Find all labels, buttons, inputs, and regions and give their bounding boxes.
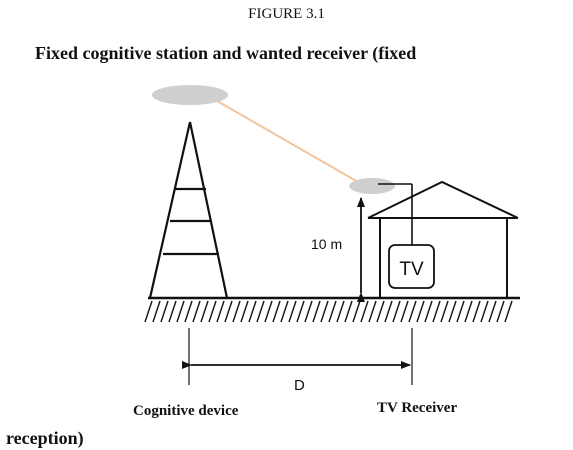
ground-hatch xyxy=(440,300,449,323)
receiver-antenna-disc xyxy=(349,178,395,194)
ground-hatch xyxy=(256,300,265,323)
ground-hatch xyxy=(360,300,369,323)
ground-hatch xyxy=(184,300,193,323)
receiver-antenna-mast xyxy=(378,183,413,240)
distance-label: D xyxy=(294,377,305,394)
ground-hatch xyxy=(208,300,217,323)
ground-hatch xyxy=(392,300,401,323)
ground-hatch xyxy=(488,300,497,323)
ground-hatch xyxy=(288,300,297,323)
tower-antenna-disc xyxy=(152,85,228,105)
house xyxy=(367,180,519,298)
ground-hatch xyxy=(416,300,425,323)
ground-hatch xyxy=(504,300,513,323)
ground-hatch xyxy=(192,300,201,323)
ground-hatch xyxy=(464,300,473,323)
figure-label: FIGURE 3.1 xyxy=(248,6,325,22)
ground-hatch xyxy=(376,300,385,323)
ground-hatch xyxy=(432,300,441,323)
ground-hatch xyxy=(224,300,233,323)
ground-hatch xyxy=(240,300,249,323)
transmitter-tower xyxy=(148,121,229,299)
ground-hatch xyxy=(232,300,241,323)
ground-hatch xyxy=(352,300,361,323)
ground-hatch xyxy=(144,300,153,323)
ground-hatch xyxy=(200,300,209,323)
ground-hatch xyxy=(408,300,417,323)
ground-hatch xyxy=(264,300,273,323)
ground-hatch xyxy=(424,300,433,323)
ground-hatch xyxy=(296,300,305,323)
ground-hatch xyxy=(336,300,345,323)
ground-hatch xyxy=(472,300,481,323)
height-label: 10 m xyxy=(311,236,342,252)
ground-hatch xyxy=(176,300,185,323)
figure-title: Fixed cognitive station and wanted recei… xyxy=(35,43,417,63)
ground-hatch xyxy=(344,300,353,323)
ground-hatch xyxy=(168,300,177,323)
cognitive-device-label: Cognitive device xyxy=(133,403,239,419)
ground-hatch xyxy=(480,300,489,323)
ground-hatch xyxy=(272,300,281,323)
tv-receiver-label: TV Receiver xyxy=(377,400,457,416)
tv-label: TV xyxy=(399,259,424,280)
figure-title-continued: reception) xyxy=(6,428,84,448)
ground-hatch xyxy=(328,300,337,323)
ground-hatch xyxy=(496,300,505,323)
signal-path xyxy=(211,97,359,183)
ground-hatch xyxy=(304,300,313,323)
ground-hatch xyxy=(456,300,465,323)
ground-hatch xyxy=(160,300,169,323)
ground-hatch xyxy=(368,300,377,323)
ground-hatch xyxy=(216,300,225,323)
ground-hatch xyxy=(312,300,321,323)
ground-hatch xyxy=(448,300,457,323)
ground-hatch xyxy=(280,300,289,323)
ground xyxy=(144,296,520,323)
ground-hatch xyxy=(384,300,393,323)
ground-hatch xyxy=(400,300,409,323)
ground-hatch xyxy=(152,300,161,323)
ground-hatch xyxy=(248,300,257,323)
ground-hatch xyxy=(320,300,329,323)
